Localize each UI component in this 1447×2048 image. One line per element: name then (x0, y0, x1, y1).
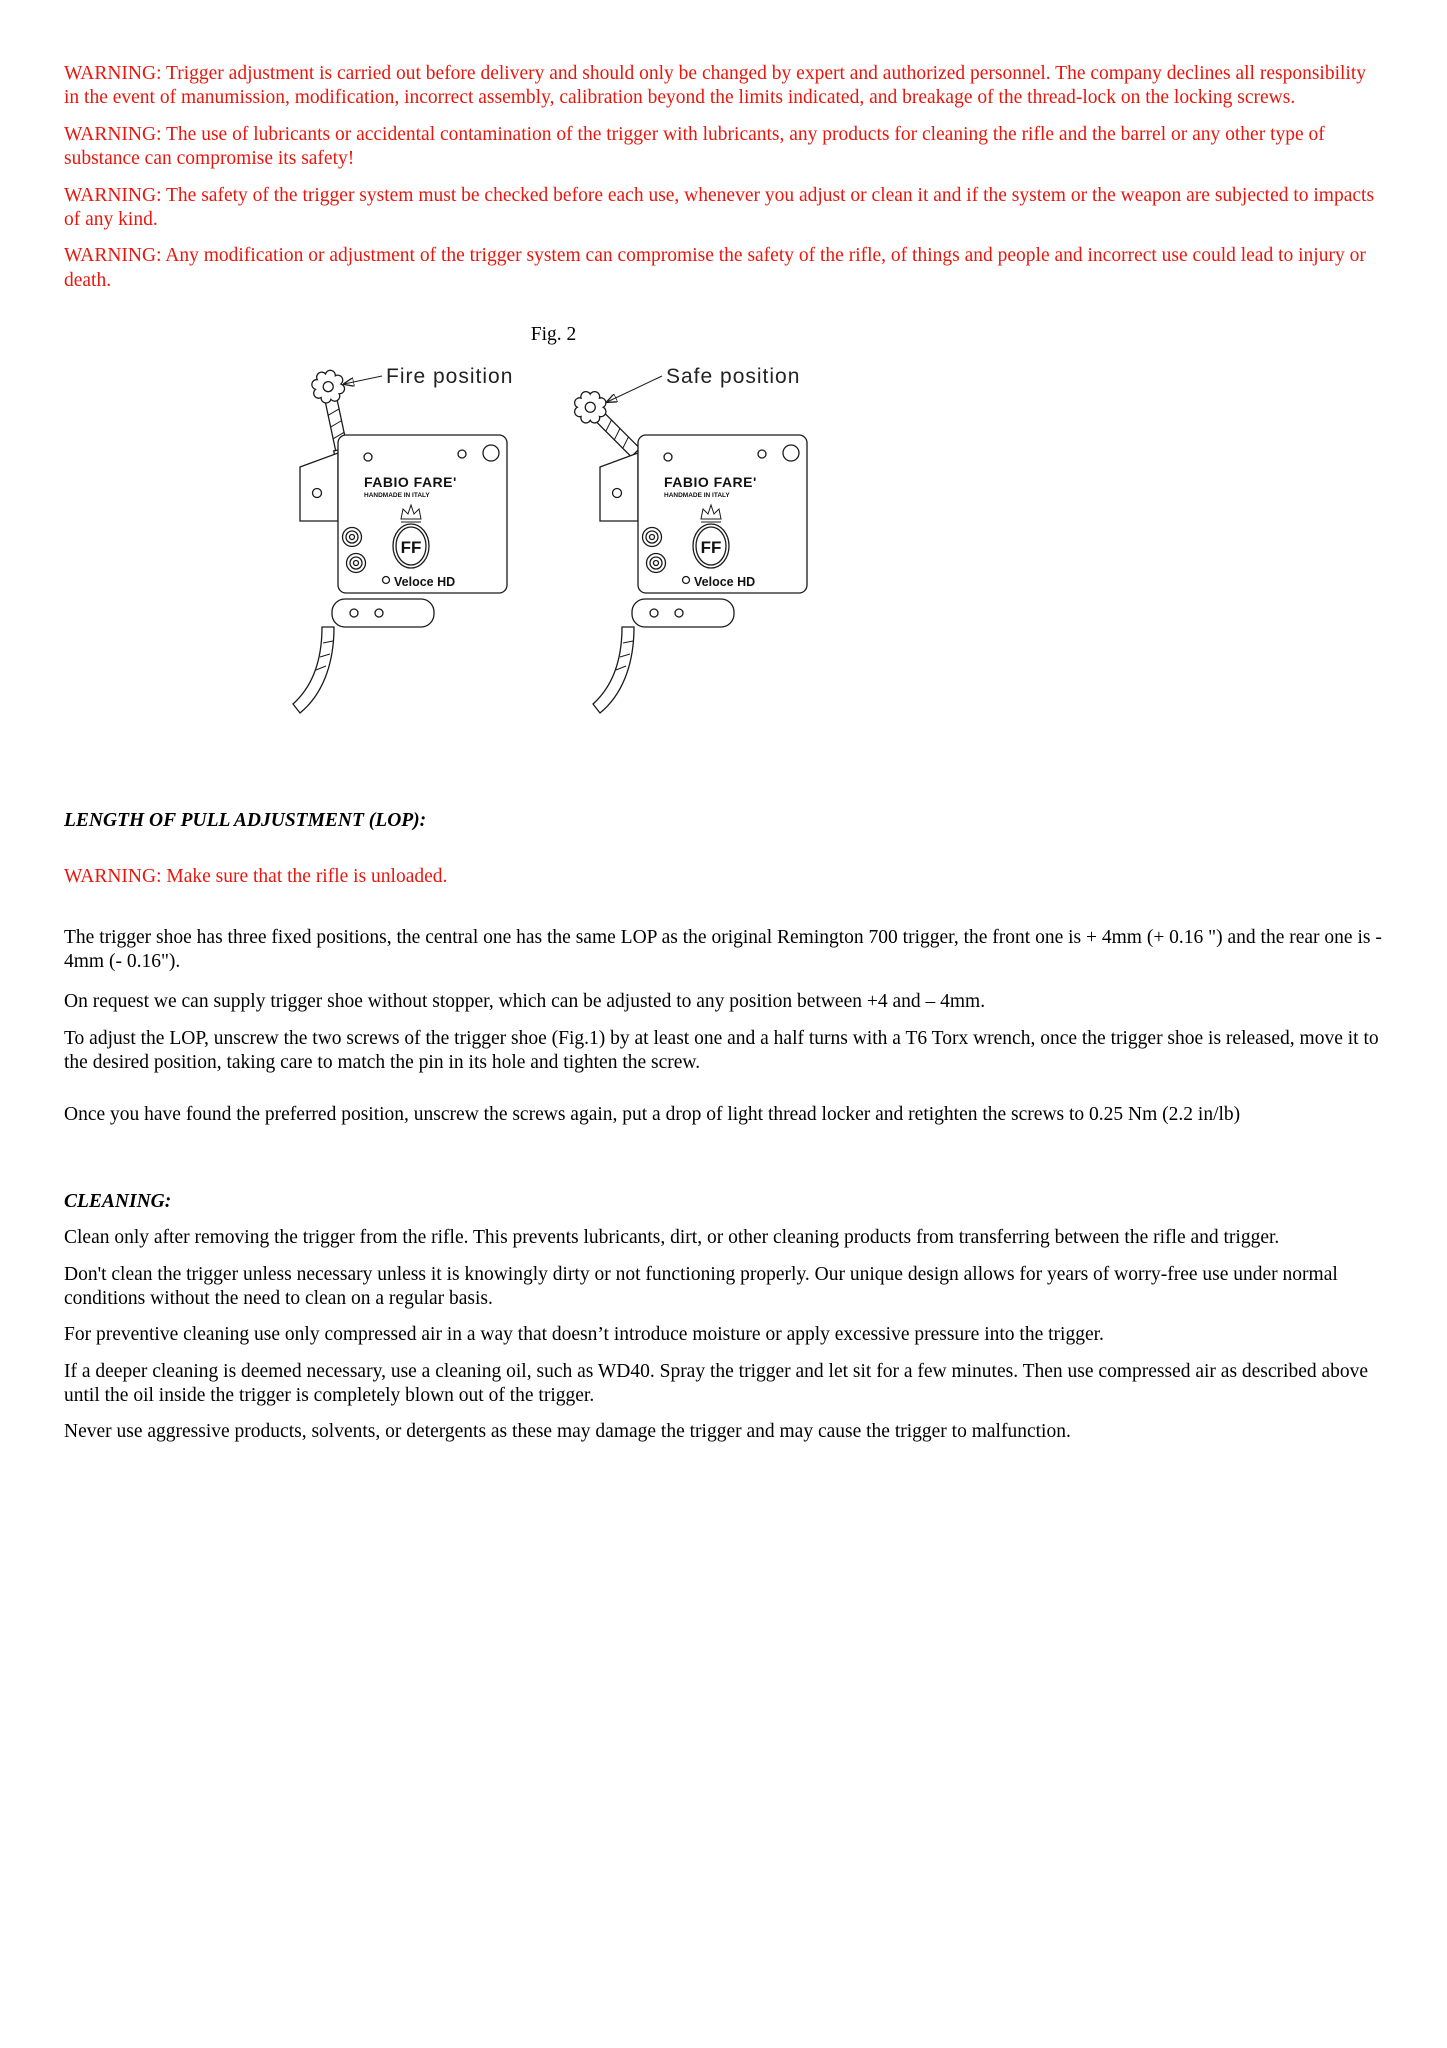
warning-paragraph-1: WARNING: Trigger adjustment is carried o… (64, 63, 1367, 109)
lop-warning: WARNING: Make sure that the rifle is unl… (64, 866, 448, 888)
warning-paragraph-4: WARNING: Any modification or adjustment … (64, 245, 1366, 291)
figure-2: FABIO FARE' HANDMADE IN ITALY FF (274, 353, 1174, 760)
safe-position-label: Safe position (666, 365, 800, 388)
cleaning-paragraph-5: Never use aggressive products, solvents,… (64, 1421, 1071, 1443)
fire-position-arrow (344, 375, 382, 384)
lop-heading: LENGTH OF PULL ADJUSTMENT (LOP): (64, 809, 427, 831)
trigger-figure-svg: FABIO FARE' HANDMADE IN ITALY FF (291, 365, 808, 715)
page-content: WARNING: Trigger adjustment is carried o… (64, 63, 1382, 1443)
lop-paragraph-1: The trigger shoe has three fixed positio… (64, 926, 1382, 972)
lop-paragraph-3: To adjust the LOP, unscrew the two screw… (64, 1027, 1379, 1073)
trigger-unit-safe (566, 384, 808, 715)
safe-position-arrow (607, 375, 662, 402)
cleaning-paragraph-2: Don't clean the trigger unless necessary… (64, 1263, 1338, 1309)
trigger-unit-fire (291, 367, 508, 715)
lop-paragraph-4: Once you have found the preferred positi… (64, 1104, 1241, 1126)
warning-paragraph-2: WARNING: The use of lubricants or accide… (64, 123, 1325, 170)
cleaning-paragraph-4: If a deeper cleaning is deemed necessary… (64, 1360, 1369, 1406)
lop-paragraph-2: On request we can supply trigger shoe wi… (64, 991, 986, 1013)
warning-paragraph-3: WARNING: The safety of the trigger syste… (64, 184, 1375, 230)
figure-caption: Fig. 2 (530, 324, 577, 345)
fire-position-label: Fire position (386, 365, 513, 388)
manual-page: WARNING: Trigger adjustment is carried o… (64, 63, 1382, 1443)
cleaning-heading: CLEANING: (64, 1190, 172, 1212)
cleaning-paragraph-3: For preventive cleaning use only compres… (64, 1324, 1104, 1346)
cleaning-paragraph-1: Clean only after removing the trigger fr… (64, 1227, 1280, 1249)
